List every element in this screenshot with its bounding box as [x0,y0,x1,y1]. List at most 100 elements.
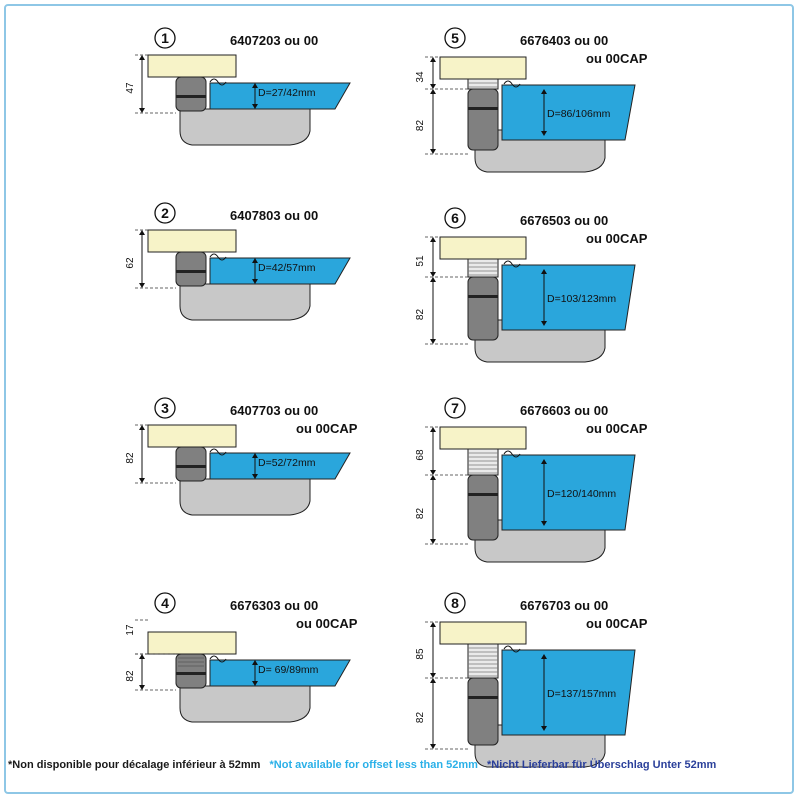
concrete-base [179,283,311,321]
skimmer-body [467,88,499,151]
footer-note-de: *Nicht Lieferbar für Überschlag Unter 52… [487,759,717,771]
panel-number: 3 [161,400,169,416]
concrete-base [179,685,311,723]
product-code: 6676503 ou 00 [520,213,608,228]
depth-label: D=86/106mm [547,108,611,120]
pool-water [501,84,636,141]
skimmer-body [175,446,207,482]
dim-arrow-head-bottom [139,283,145,288]
depth-arrow-head-bottom [541,521,547,526]
skimmer-body [175,251,207,287]
panel-number: 4 [161,595,169,611]
product-code: 6676403 ou 00 [520,33,608,48]
coping-stone [439,621,527,645]
depth-arrow-head-bottom [252,474,258,479]
dim-arrow-lower-head-bottom [430,744,436,749]
liner-clip [503,80,521,88]
depth-label: D=120/140mm [547,488,616,500]
panel-number-circle [444,207,466,229]
skimmer-band [468,295,498,298]
liner-clip [209,655,227,663]
dim-top-value: 85 [415,648,426,660]
skimmer-extension [467,643,499,679]
depth-arrow-head-bottom [541,321,547,326]
depth-label: D=137/157mm [547,688,616,700]
dim-arrow-head-bottom [139,685,145,690]
dim-arrow-top-head-bottom [430,84,436,89]
dim-arrow-top-head-top [430,622,436,627]
depth-arrow-head-top [252,258,258,263]
dim-top-value: 17 [125,624,136,636]
panel-number-circle [154,397,176,419]
footer-note-en: *Not available for offset less than 52mm [269,759,478,771]
depth-arrow-head-top [541,459,547,464]
depth-arrow-head-bottom [252,279,258,284]
product-code-variant: ou 00CAP [586,421,648,436]
dim-arrow-lower-head-top [430,678,436,683]
skimmer-body [467,474,499,541]
product-code-variant: ou 00CAP [296,616,358,631]
liner-clip [503,260,521,268]
product-code: 6676603 ou 00 [520,403,608,418]
dim-arrow-lower-head-bottom [430,339,436,344]
dim-main-value: 62 [125,257,136,269]
depth-arrow-head-bottom [252,104,258,109]
coping-stone [439,426,527,450]
dim-arrow-lower-head-top [430,475,436,480]
depth-arrow-head-bottom [541,131,547,136]
coping-stone [147,631,237,655]
depth-label: D=103/123mm [547,293,616,305]
coping-stone [147,229,237,253]
panel-number: 8 [451,595,459,611]
dim-arrow-head-top [139,654,145,659]
dim-main-value: 82 [125,452,136,464]
skimmer-body [467,276,499,341]
dim-arrow-lower-head-top [430,277,436,282]
dim-arrow-head-bottom [139,108,145,113]
product-code-variant: ou 00CAP [586,51,648,66]
pool-water [209,659,351,687]
product-code: 6676703 ou 00 [520,598,608,613]
panel-number-circle [154,27,176,49]
panel-number: 2 [161,205,169,221]
depth-label: D=52/72mm [258,457,316,469]
dim-arrow-top-head-top [430,237,436,242]
dim-lower-value: 82 [415,309,426,321]
concrete-base [179,478,311,516]
dim-lower-value: 82 [415,712,426,724]
pool-water [209,82,351,110]
pool-water [501,454,636,531]
liner-clip [209,448,227,456]
dim-top-value: 51 [415,255,426,267]
skimmer-body [467,677,499,746]
skimmer-extension [467,258,499,278]
depth-arrow-head-top [541,654,547,659]
depth-arrow-head-bottom [252,681,258,686]
panel-number: 6 [451,210,459,226]
skimmer-body [175,76,207,112]
dim-arrow-top-head-top [430,57,436,62]
skimmer-body [175,653,207,689]
skimmer-band [468,696,498,699]
footer-note: *Non disponible pour décalage inférieur … [8,759,798,771]
dim-main-value: 47 [125,82,136,94]
product-code: 6676303 ou 00 [230,598,318,613]
dim-lower-value: 82 [415,120,426,132]
depth-arrow-head-top [252,453,258,458]
pool-water [209,452,351,480]
skimmer-extension [467,78,499,90]
skimmer-band [176,95,206,98]
skimmer-band [176,672,206,675]
liner-clip [503,450,521,458]
depth-label: D=42/57mm [258,262,316,274]
coping-stone [439,56,527,80]
skimmer-band [468,107,498,110]
panel-number: 1 [161,30,169,46]
coping-stone [439,236,527,260]
dim-top-value: 68 [415,449,426,461]
dim-arrow-top-head-bottom [430,673,436,678]
